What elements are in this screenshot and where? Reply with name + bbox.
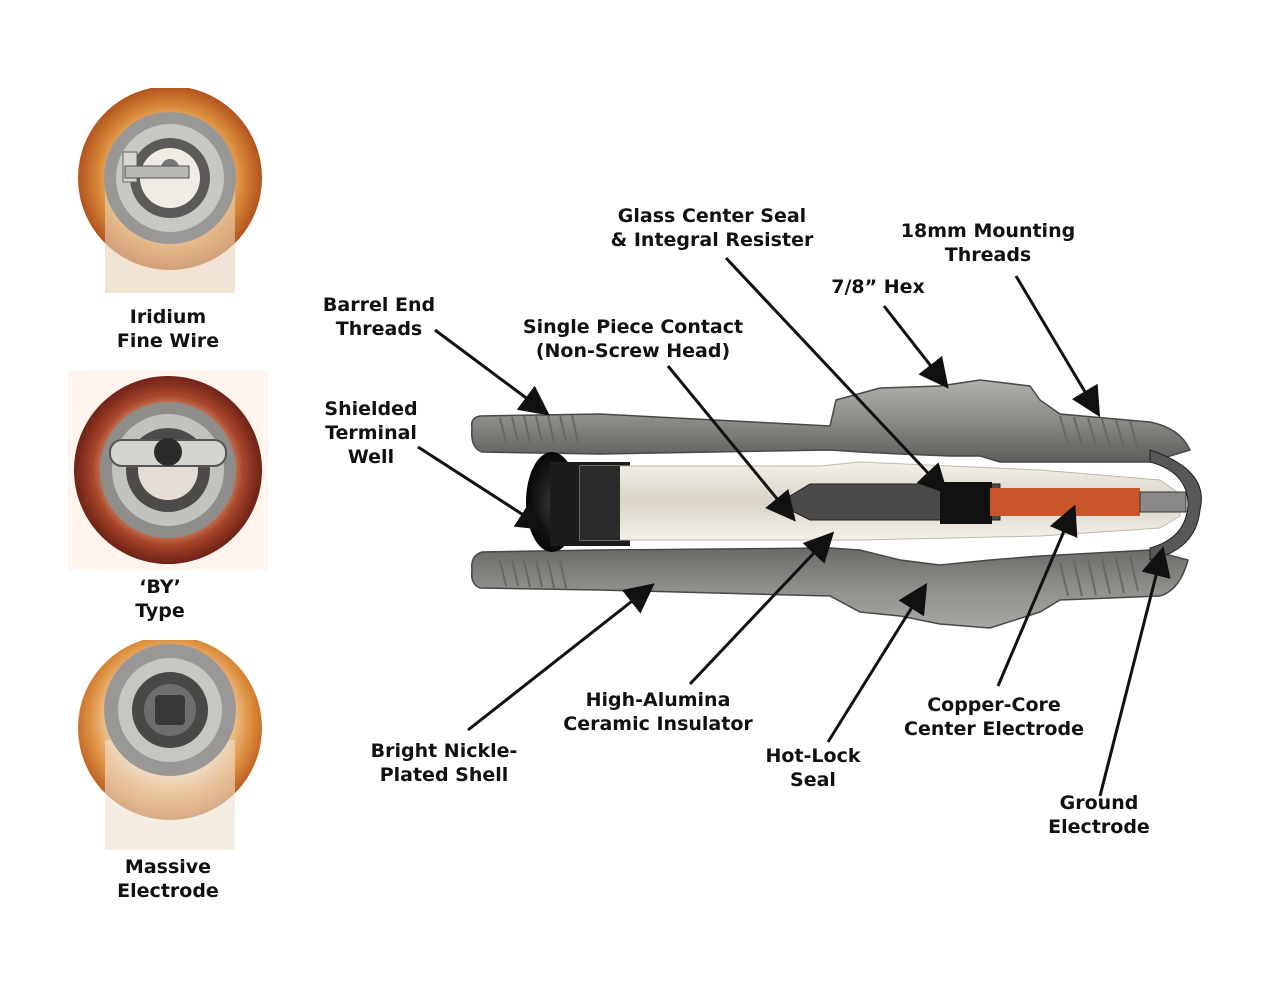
center-electrode-tip: [1139, 491, 1187, 513]
arrow-single-piece-contact: [666, 365, 796, 522]
callout-high-alumina-insulator: High-Alumina Ceramic Insulator: [563, 689, 753, 735]
arrow-shielded-terminal-well: [417, 445, 548, 531]
end-view-label-massive: Massive Electrode: [117, 856, 219, 902]
callout-bright-nickle-shell: Bright Nickle- Plated Shell: [370, 740, 518, 786]
arrow-barrel-end-threads: [434, 328, 550, 416]
leader-lines: [417, 256, 1171, 797]
glass-center-seal: [940, 482, 992, 524]
callout-hex: 7/8” Hex: [831, 276, 925, 298]
callout-shielded-terminal-well: Shielded Terminal Well: [324, 398, 418, 468]
callout-glass-center-seal: Glass Center Seal & Integral Resister: [610, 205, 814, 251]
by-type-tip-icon: [68, 370, 268, 570]
copper-core: [990, 488, 1140, 516]
arrow-bright-nickle-shell: [467, 583, 655, 732]
end-view-label-iridium: Iridium Fine Wire: [116, 306, 220, 352]
shell-top: [470, 379, 1192, 463]
callout-ground-electrode: Ground Electrode: [1048, 792, 1150, 838]
massive-electrode-tip-icon: [78, 640, 262, 850]
callout-single-piece-contact: Single Piece Contact (Non-Screw Head): [522, 316, 744, 362]
arrow-hot-lock-seal: [826, 582, 928, 743]
callout-barrel-end-threads: Barrel End Threads: [322, 294, 436, 340]
arrow-glass-center-seal: [724, 256, 949, 495]
shell-bottom: [470, 547, 1189, 629]
callout-hot-lock-seal: Hot-Lock Seal: [765, 745, 861, 791]
well-shadow: [580, 466, 620, 540]
arrow-hex: [882, 305, 949, 389]
arrow-ground-electrode: [1098, 546, 1171, 797]
iridium-fine-wire-tip-icon: [78, 88, 262, 293]
arrow-high-alumina: [688, 531, 835, 686]
callout-copper-core-electrode: Copper-Core Center Electrode: [904, 694, 1084, 740]
callout-mounting-threads: 18mm Mounting Threads: [900, 220, 1076, 266]
arrow-copper-core: [996, 504, 1078, 687]
arrow-mounting-threads: [1014, 275, 1101, 418]
end-view-label-by-type: ‘BY’ Type: [135, 576, 185, 622]
